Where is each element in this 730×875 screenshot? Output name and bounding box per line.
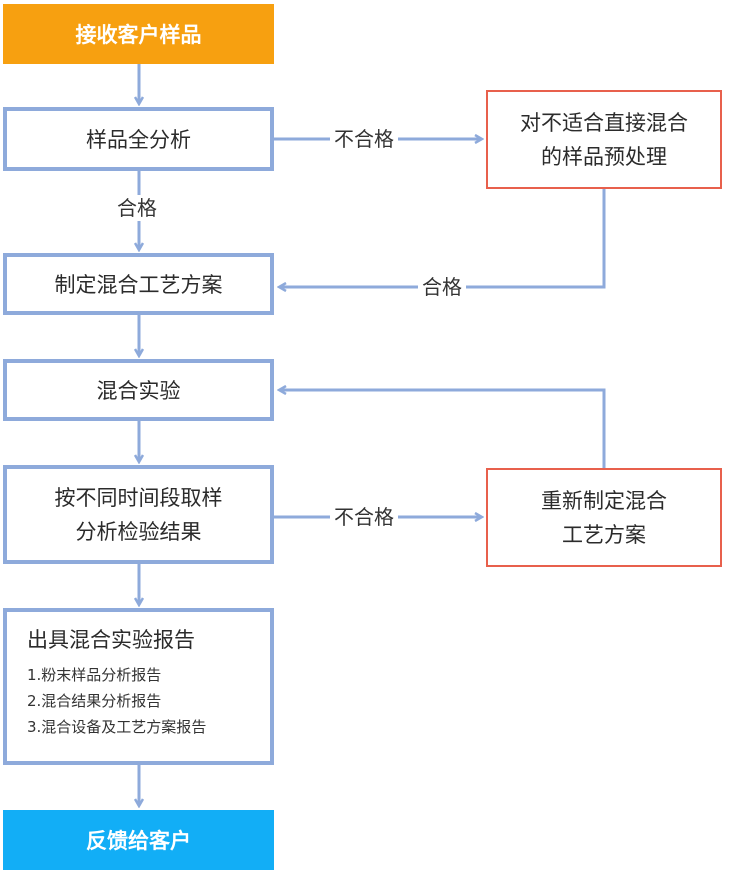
report-item: 3.混合设备及工艺方案报告 [27, 718, 207, 736]
arrow-pretreat-to-plan [279, 188, 606, 287]
mixing-experiment-label: 混合实验 [96, 379, 181, 403]
mixing-plan-label: 制定混合工艺方案 [54, 273, 223, 297]
sampling-node: 按不同时间段取样 分析检验结果 [3, 465, 274, 564]
mixing-experiment-node: 混合实验 [3, 359, 274, 421]
replan-node: 重新制定混合 工艺方案 [486, 468, 722, 567]
report-item: 1.粉末样品分析报告 [27, 666, 162, 684]
mixing-plan-node: 制定混合工艺方案 [3, 253, 274, 315]
full-analysis-node: 样品全分析 [3, 107, 274, 171]
report-item: 2.混合结果分析报告 [27, 692, 162, 710]
edge-label-pass-2: 合格 [418, 274, 466, 300]
edge-label-fail-1: 不合格 [330, 126, 398, 152]
full-analysis-label: 样品全分析 [86, 128, 191, 152]
arrow-replan-to-experiment [279, 390, 606, 468]
feedback-label: 反馈给客户 [86, 829, 191, 853]
sampling-label-line1: 按不同时间段取样 [54, 485, 223, 510]
replan-label-line1: 重新制定混合 [541, 488, 667, 513]
sampling-label-line2: 分析检验结果 [75, 519, 202, 544]
edge-label-fail-2: 不合格 [330, 504, 398, 530]
report-title: 出具混合实验报告 [27, 628, 195, 652]
feedback-node: 反馈给客户 [3, 810, 274, 870]
pretreat-node: 对不适合直接混合 的样品预处理 [486, 90, 722, 189]
replan-label-line2: 工艺方案 [562, 522, 646, 547]
report-node: 出具混合实验报告 1.粉末样品分析报告 2.混合结果分析报告 3.混合设备及工艺… [3, 608, 274, 765]
receive-sample-label: 接收客户样品 [75, 23, 202, 47]
edge-label-pass-1: 合格 [113, 195, 161, 221]
receive-sample-node: 接收客户样品 [3, 4, 274, 64]
pretreat-label-line1: 对不适合直接混合 [520, 110, 688, 135]
pretreat-label-line2: 的样品预处理 [541, 144, 667, 169]
